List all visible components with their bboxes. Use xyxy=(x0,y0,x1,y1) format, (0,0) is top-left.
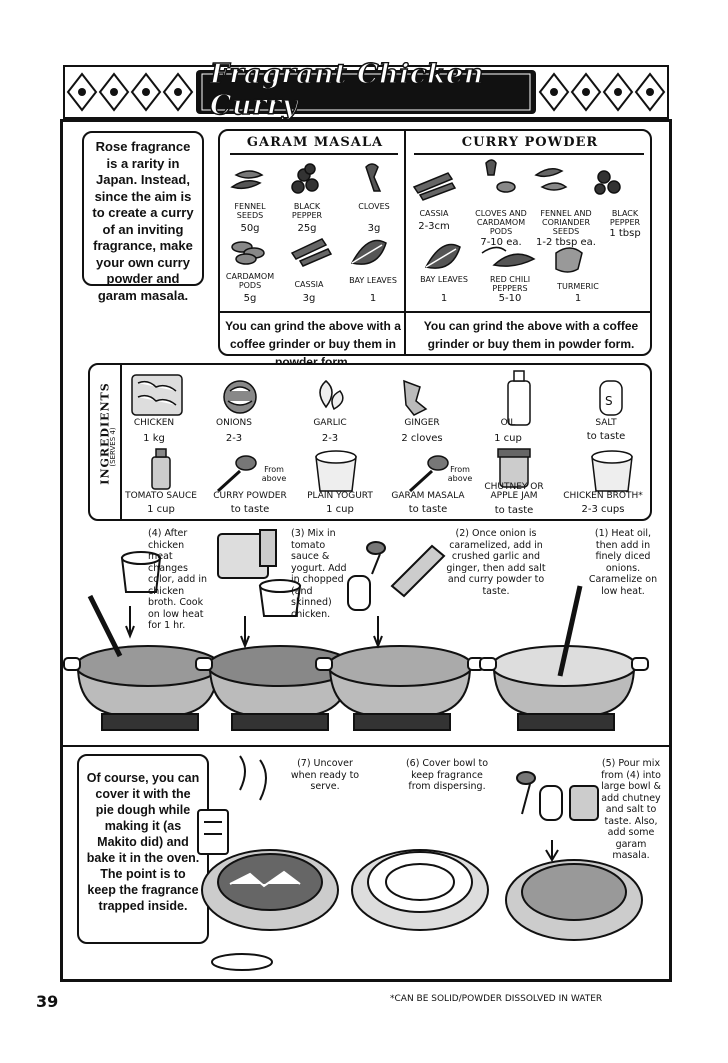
cp-amount-5: 1 xyxy=(440,293,448,304)
ing-amount-6: to taste xyxy=(586,431,626,442)
gm-label-6: BAY LEAVES xyxy=(349,276,397,285)
ing-label-6: SALT xyxy=(595,418,617,428)
ing-label-4: GINGER xyxy=(404,418,440,428)
ing-amount-2: 2-3 xyxy=(225,433,243,444)
gm-label-4: CARDAMOM PODS xyxy=(225,272,275,290)
from-above-2: From above xyxy=(447,465,473,483)
gm-amount-4: 5g xyxy=(243,293,257,304)
spice-divider xyxy=(404,131,406,356)
cp-amount-1: 2-3cm xyxy=(418,221,450,232)
gm-amount-2: 25g xyxy=(297,223,317,234)
step-6-text: (6) Cover bowl to keep fragrance from di… xyxy=(405,758,489,792)
gm-amount-1: 50g xyxy=(240,223,260,234)
gm-amount-3: 3g xyxy=(367,223,381,234)
ing-amount-12: 2-3 cups xyxy=(581,504,625,515)
cp-label-2: CLOVES AND CARDAMOM PODS xyxy=(475,209,527,236)
gm-label-5: CASSIA xyxy=(294,280,324,289)
curry-powder-spice-icons xyxy=(412,159,621,273)
ing-amount-5: 1 cup xyxy=(494,433,522,444)
svg-text:S: S xyxy=(605,394,613,408)
ing-amount-10: to taste xyxy=(408,504,448,515)
cp-amount-6: 5-10 xyxy=(498,293,522,304)
curry-powder-note: You can grind the above with a coffee gr… xyxy=(423,319,639,351)
cp-amount-2: 7-10 ea. xyxy=(480,237,522,248)
ingredients-serves: (SERVES 4) xyxy=(109,427,117,467)
ingredient-icons: S xyxy=(131,370,633,493)
gm-label-1: FENNEL SEEDS xyxy=(234,202,266,220)
cp-label-1: CASSIA xyxy=(419,209,449,218)
ing-amount-7: 1 cup xyxy=(147,504,175,515)
gm-label-3: CLOVES xyxy=(358,202,390,211)
gm-amount-5: 3g xyxy=(302,293,316,304)
ing-label-9: PLAIN YOGURT xyxy=(307,491,373,501)
cp-amount-7: 1 xyxy=(574,293,582,304)
ing-amount-11: to taste xyxy=(494,505,534,516)
ing-amount-8: to taste xyxy=(230,504,270,515)
page-title: Fragrant Chicken Curry xyxy=(209,62,484,121)
cp-amount-4: 1 tbsp xyxy=(609,228,641,239)
curry-powder-heading: CURRY POWDER xyxy=(461,135,599,150)
cp-label-3: FENNEL AND CORIANDER SEEDS xyxy=(540,209,592,236)
cp-label-6: RED CHILI PEPPERS xyxy=(489,275,531,293)
title-banner: Fragrant Chicken Curry xyxy=(60,62,672,122)
from-above-1: From above xyxy=(261,465,287,483)
page-number: 39 xyxy=(36,992,59,1011)
ing-label-10: GARAM MASALA xyxy=(391,491,465,501)
ingredients-box: INGREDIENTS (SERVES 4) S CHICKEN 1 kg ON… xyxy=(88,363,652,521)
step-5-text: (5) Pour mix from (4) into large bowl & … xyxy=(601,758,661,861)
ing-label-2: ONIONS xyxy=(216,418,252,428)
ing-amount-4: 2 cloves xyxy=(401,433,443,444)
cooking-steps-illustration xyxy=(63,529,649,731)
curry-powder-underline xyxy=(414,153,644,155)
garam-masala-underline xyxy=(230,153,398,155)
step-7-text: (7) Uncover when ready to serve. xyxy=(290,758,360,792)
step-2-text: (2) Once onion is caramelized, add in cr… xyxy=(446,528,546,597)
section-separator xyxy=(60,745,672,747)
step-4-text: (4) After chicken meat changes color, ad… xyxy=(148,528,207,631)
footnote: *CAN BE SOLID/POWDER DISSOLVED IN WATER xyxy=(390,994,603,1004)
step-3-text: (3) Mix in tomato sauce & yogurt. Add in… xyxy=(291,528,347,620)
cp-label-5: BAY LEAVES xyxy=(420,275,468,284)
ing-amount-9: 1 cup xyxy=(326,504,354,515)
serving-illustration xyxy=(197,755,643,971)
ing-label-8: CURRY POWDER xyxy=(213,491,287,501)
cp-label-7: TURMERIC xyxy=(557,282,599,291)
cp-amount-3: 1-2 tbsp ea. xyxy=(536,237,596,248)
ing-label-7: TOMATO SAUCE xyxy=(125,491,197,501)
ing-label-11: CHUTNEY OR APPLE JAM xyxy=(484,482,544,501)
ing-label-1: CHICKEN xyxy=(133,418,175,428)
garam-masala-heading: GARAM MASALA xyxy=(246,135,384,150)
ing-label-5: OIL xyxy=(500,418,516,428)
banner-ornament xyxy=(60,62,672,119)
gm-label-2: BLACK PEPPER xyxy=(291,202,323,220)
spice-note-divider xyxy=(220,311,650,313)
ingredients-side-label: INGREDIENTS (SERVES 4) xyxy=(90,365,122,519)
ing-amount-3: 2-3 xyxy=(321,433,339,444)
step-1-text: (1) Heat oil, then add in finely diced o… xyxy=(588,528,658,597)
intro-box: Rose fragrance is a rarity in Japan. Ins… xyxy=(82,131,204,303)
spice-box: GARAM MASALA CURRY POWDER FENNEL SEEDS 5… xyxy=(218,129,652,369)
garam-masala-spice-icons xyxy=(230,163,387,267)
ing-amount-1: 1 kg xyxy=(143,433,165,444)
cp-label-4: BLACK PEPPER xyxy=(609,209,641,227)
ing-label-3: GARLIC xyxy=(313,418,347,428)
gm-amount-6: 1 xyxy=(369,293,377,304)
ing-label-12: CHICKEN BROTH* xyxy=(563,491,643,501)
closing-box: Of course, you can cover it with the pie… xyxy=(77,754,209,944)
